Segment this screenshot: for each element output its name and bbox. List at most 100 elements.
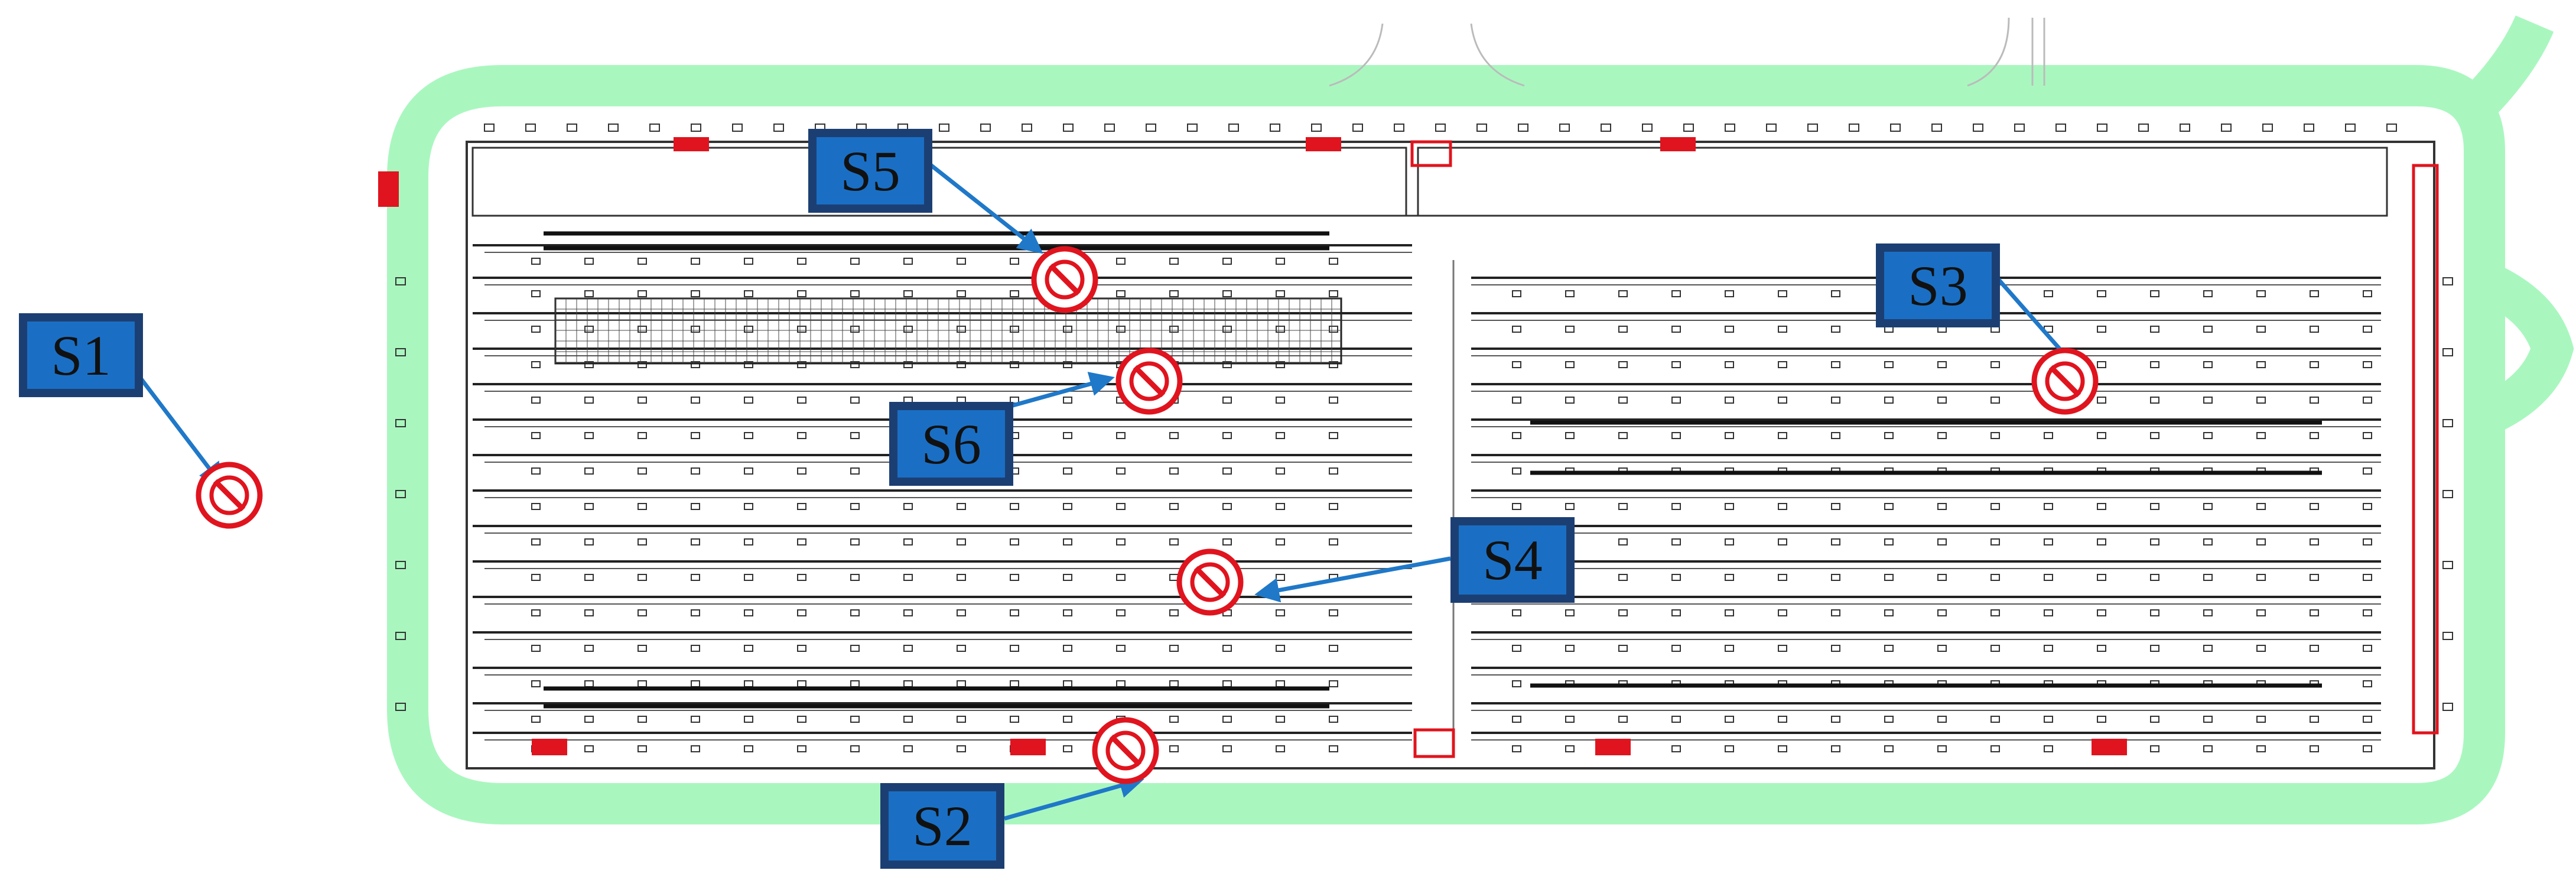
bay-marker (531, 326, 541, 333)
column-square (395, 632, 406, 640)
bay-marker (850, 645, 860, 652)
bay-marker (691, 609, 700, 616)
column-square (1311, 124, 1322, 132)
bay-marker (1725, 609, 1734, 616)
column-square (1683, 124, 1694, 132)
bay-marker (1010, 716, 1019, 723)
bay-marker (1831, 538, 1840, 545)
bay-marker (1618, 574, 1628, 581)
bay-marker (584, 680, 594, 687)
no-entry-icon-s1 (196, 462, 263, 529)
column-square (2442, 703, 2453, 711)
bay-marker (1778, 538, 1787, 545)
column-square (1435, 124, 1446, 132)
bay-marker (1778, 397, 1787, 404)
bay-marker (797, 609, 806, 616)
bay-marker (2256, 574, 2266, 581)
bay-marker (584, 716, 594, 723)
column-square (2386, 124, 2397, 132)
bay-marker (1990, 645, 2000, 652)
bay-marker (531, 574, 541, 581)
bay-marker (691, 326, 700, 333)
bay-marker (903, 290, 913, 297)
bay-marker (691, 680, 700, 687)
column-square (1601, 124, 1611, 132)
bay-marker (1329, 290, 1338, 297)
bay-marker (2256, 745, 2266, 752)
bay-marker (850, 538, 860, 545)
bay-marker (691, 538, 700, 545)
sensor-label-s4[interactable]: S4 (1450, 517, 1575, 603)
bay-marker (2310, 609, 2319, 616)
bay-marker (531, 432, 541, 439)
column-square (1352, 124, 1363, 132)
bay-marker (2097, 609, 2106, 616)
bay-marker (2363, 609, 2372, 616)
bay-marker (1990, 397, 2000, 404)
bay-marker (2150, 326, 2159, 333)
column-square (980, 124, 991, 132)
bay-marker (638, 432, 647, 439)
column-square (608, 124, 619, 132)
bay-marker (1725, 290, 1734, 297)
bay-marker (2150, 745, 2159, 752)
bay-marker (744, 745, 753, 752)
bay-marker (1884, 716, 1894, 723)
bay-marker (797, 645, 806, 652)
bay-marker (1063, 716, 1072, 723)
column-square (395, 490, 406, 498)
sensor-label-s1[interactable]: S1 (19, 313, 143, 397)
bay-marker (1116, 645, 1126, 652)
bay-marker (744, 609, 753, 616)
column-square (2442, 632, 2453, 640)
bay-marker (2310, 538, 2319, 545)
bay-marker (1222, 745, 1232, 752)
bay-marker (1169, 258, 1179, 265)
bay-marker (1169, 432, 1179, 439)
bay-marker (1778, 645, 1787, 652)
bay-marker (1671, 716, 1681, 723)
bay-marker (2203, 745, 2213, 752)
bay-marker (2256, 716, 2266, 723)
bay-marker (744, 574, 753, 581)
column-square (1807, 124, 1818, 132)
bay-marker (1884, 503, 1894, 510)
bay-marker (531, 716, 541, 723)
bay-marker (850, 290, 860, 297)
bay-marker (797, 716, 806, 723)
bay-marker (1725, 326, 1734, 333)
bay-marker (2150, 432, 2159, 439)
bay-marker (638, 538, 647, 545)
sensor-label-s5[interactable]: S5 (808, 129, 932, 213)
bay-marker (2203, 574, 2213, 581)
bay-marker (691, 467, 700, 475)
bay-marker (1276, 503, 1285, 510)
bay-marker (1222, 680, 1232, 687)
bay-marker (1276, 645, 1285, 652)
bay-marker (1884, 645, 1894, 652)
bay-marker (1222, 326, 1232, 333)
bay-marker (797, 745, 806, 752)
column-square (1104, 124, 1115, 132)
bay-marker (2363, 503, 2372, 510)
bay-marker (2256, 503, 2266, 510)
bay-marker (1169, 503, 1179, 510)
column-square (1270, 124, 1280, 132)
bay-marker (1618, 609, 1628, 616)
bay-marker (1937, 503, 1947, 510)
column-square (2055, 124, 2066, 132)
bay-marker (1565, 745, 1575, 752)
bay-marker (797, 574, 806, 581)
sensor-label-s3[interactable]: S3 (1876, 243, 2000, 327)
sensor-label-s6[interactable]: S6 (889, 402, 1013, 486)
bay-marker (1222, 538, 1232, 545)
bay-marker (1063, 574, 1072, 581)
column-square (2442, 277, 2453, 285)
bay-marker (638, 716, 647, 723)
column-square (1063, 124, 1074, 132)
sensor-label-s2[interactable]: S2 (880, 783, 1004, 869)
bay-marker (1329, 326, 1338, 333)
bay-marker (531, 258, 541, 265)
bay-marker (1276, 716, 1285, 723)
bay-marker (1778, 574, 1787, 581)
